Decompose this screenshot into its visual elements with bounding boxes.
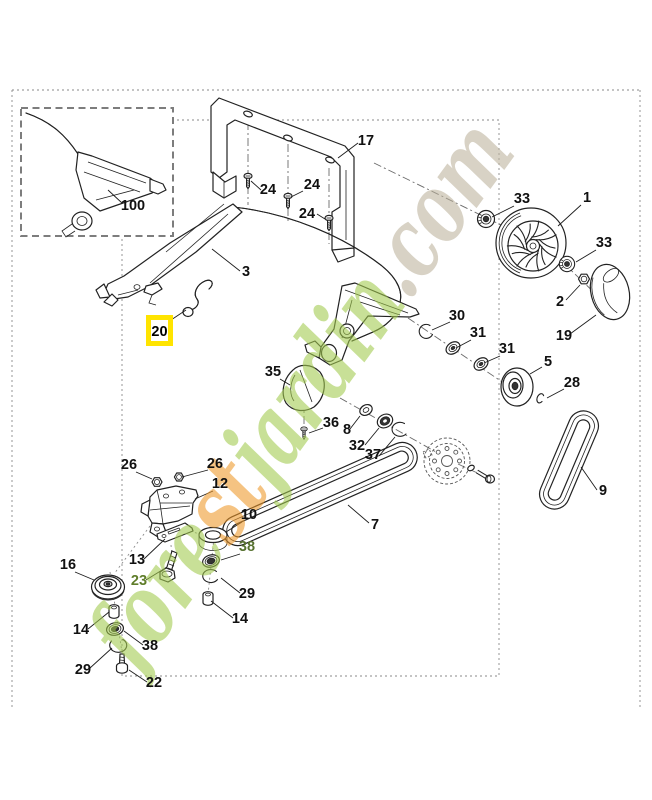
snap-ring-30: [418, 323, 434, 339]
hex-nuts-26: [151, 472, 185, 487]
part-label-33: 33: [596, 235, 612, 251]
wheel-nut-33-right: [558, 255, 576, 273]
snap-ring-37: [391, 421, 407, 437]
highlighted-part-callout[interactable]: 20: [146, 315, 173, 346]
handle-support-frame-17: [210, 97, 355, 263]
part-label-26: 26: [121, 457, 137, 473]
part-label-5: 5: [544, 354, 552, 370]
inner-dotted-border: [121, 119, 500, 677]
part-label-2: 2: [556, 294, 564, 310]
part-label-16: 16: [60, 557, 76, 573]
hex-nut-2: [577, 273, 591, 285]
part-label-35: 35: [265, 364, 281, 380]
part-label-9: 9: [599, 483, 607, 499]
sprocket-bolt: [467, 464, 496, 484]
plate-13: [156, 522, 194, 543]
part-label-30: 30: [449, 308, 465, 324]
v-belt-7: [222, 441, 418, 547]
part-label-29: 29: [75, 662, 91, 678]
part-label-37: 37: [365, 447, 381, 463]
belt-guard-35: [282, 364, 325, 412]
part-label-28: 28: [564, 375, 580, 391]
part-label-7: 7: [371, 517, 379, 533]
sprocket-reference: [422, 437, 471, 485]
lower-handle-arm-100-drawing: [25, 112, 167, 238]
part-label-3: 3: [242, 264, 250, 280]
snap-ring-29-left: [109, 638, 128, 653]
part-label-100: 100: [121, 198, 145, 214]
part-label-29: 29: [239, 586, 255, 602]
part-label-31: 31: [499, 341, 515, 357]
part-label-22: 22: [146, 675, 162, 691]
part-label-38: 38: [142, 638, 158, 654]
part-label-38: 38: [239, 539, 255, 555]
part-label-13: 13: [129, 552, 145, 568]
part-label-24: 24: [299, 206, 315, 222]
handlebar-loop: [232, 206, 402, 342]
part-label-24: 24: [260, 182, 276, 198]
part-label-26: 26: [207, 456, 223, 472]
outer-dotted-border: [11, 89, 641, 710]
wheel-1: [495, 207, 567, 279]
bearing-32: [376, 413, 394, 429]
snap-ring-29-right: [202, 568, 219, 584]
washer-8: [359, 403, 373, 417]
inset-box-part-100: [20, 107, 174, 238]
part-label-36: 36: [323, 415, 339, 431]
bolt-22: [115, 653, 129, 674]
washer-31-lower: [473, 357, 489, 371]
part-label-23: 23: [131, 573, 147, 589]
pulley-16: [90, 574, 126, 601]
washer-31-upper: [445, 341, 461, 355]
part-label-24: 24: [304, 177, 320, 193]
highlight-box-inner: [151, 320, 168, 341]
part-label-31: 31: [470, 325, 486, 341]
left-handle-arm-3: [95, 203, 243, 307]
part-label-19: 19: [556, 328, 572, 344]
v-belt-9: [538, 410, 600, 510]
part-label-17: 17: [358, 133, 374, 149]
part-label-14: 14: [232, 611, 248, 627]
highlighted-part-number: 20: [151, 324, 167, 340]
washer-38-right: [202, 554, 220, 568]
part-label-33: 33: [514, 191, 530, 207]
spacer-10: [198, 526, 228, 551]
part-label-10: 10: [241, 507, 257, 523]
right-handle-arm: [304, 282, 420, 366]
part-label-14: 14: [73, 622, 89, 638]
part-label-1: 1: [583, 190, 591, 206]
washer-38-left: [105, 622, 125, 636]
part-label-32: 32: [349, 438, 365, 454]
pulley-5: [500, 367, 534, 407]
part-label-8: 8: [343, 422, 351, 438]
label-leader-lines: [74, 142, 598, 683]
clip-28: [536, 393, 545, 404]
hub-cap-19: [589, 263, 631, 321]
part-label-12: 12: [212, 476, 228, 492]
spring-link-20: [182, 279, 213, 318]
